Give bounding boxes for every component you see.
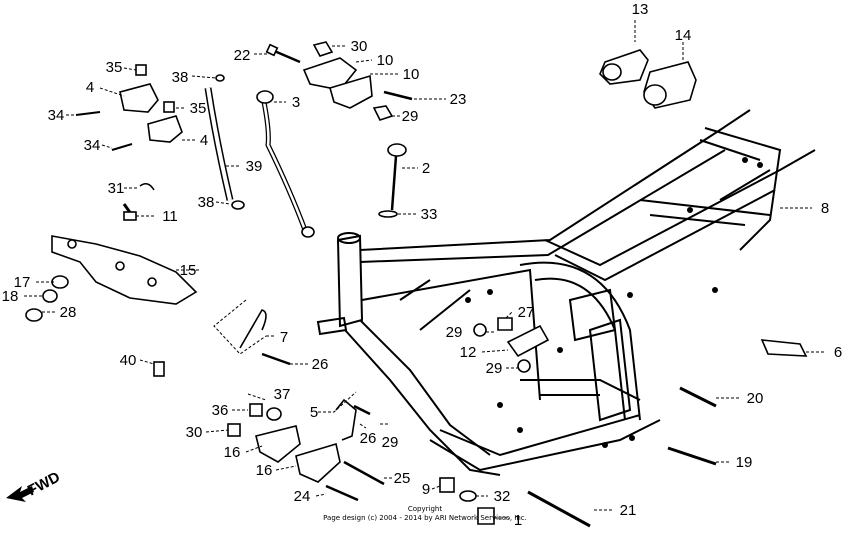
label-34: 34 xyxy=(48,107,65,124)
label-3: 3 xyxy=(292,94,300,111)
label-20: 20 xyxy=(747,390,764,407)
label-27: 27 xyxy=(518,304,535,321)
label-26: 26 xyxy=(360,430,377,447)
label-28: 28 xyxy=(60,304,77,321)
label-29: 29 xyxy=(446,324,463,341)
motorcycle-frame xyxy=(316,109,816,476)
label-4: 4 xyxy=(200,132,208,149)
label-9: 9 xyxy=(422,481,430,498)
label-30: 30 xyxy=(351,38,368,55)
label-19: 19 xyxy=(736,454,753,471)
label-29: 29 xyxy=(382,434,399,451)
forward-direction-indicator: FWD xyxy=(6,468,63,502)
label-4: 4 xyxy=(86,79,94,96)
label-17: 17 xyxy=(14,274,31,291)
part-labels: 13 14 22 30 10 10 35 4 38 3 23 34 35 29 … xyxy=(2,1,843,529)
label-24: 24 xyxy=(294,488,311,505)
label-13: 13 xyxy=(632,1,649,18)
label-12: 12 xyxy=(460,344,477,361)
label-14: 14 xyxy=(675,27,692,44)
label-29: 29 xyxy=(402,108,419,125)
label-10: 10 xyxy=(377,52,394,69)
label-2: 2 xyxy=(422,160,430,177)
label-16: 16 xyxy=(256,462,273,479)
label-34: 34 xyxy=(84,137,101,154)
label-23: 23 xyxy=(450,91,467,108)
label-29: 29 xyxy=(486,360,503,377)
label-7: 7 xyxy=(280,329,288,346)
label-1: 1 xyxy=(514,512,522,529)
label-37: 37 xyxy=(274,386,291,403)
label-35: 35 xyxy=(106,59,123,76)
label-21: 21 xyxy=(620,502,637,519)
label-35: 35 xyxy=(190,100,207,117)
label-32: 32 xyxy=(494,488,511,505)
label-15: 15 xyxy=(180,262,197,279)
small-parts xyxy=(25,41,808,528)
leader-lines xyxy=(24,20,826,519)
label-40: 40 xyxy=(120,352,137,369)
page-design-credit: Page design (c) 2004 - 2014 by ARI Netwo… xyxy=(323,514,527,522)
label-26: 26 xyxy=(312,356,329,373)
label-25: 25 xyxy=(394,470,411,487)
label-5: 5 xyxy=(310,404,318,421)
label-33: 33 xyxy=(421,206,438,223)
label-39: 39 xyxy=(246,158,263,175)
label-36: 36 xyxy=(212,402,229,419)
label-38: 38 xyxy=(172,69,189,86)
label-22: 22 xyxy=(234,47,251,64)
fwd-label: FWD xyxy=(25,468,63,499)
label-11: 11 xyxy=(162,208,178,225)
label-18: 18 xyxy=(2,288,19,305)
label-16: 16 xyxy=(224,444,241,461)
copyright-line: Copyright xyxy=(407,505,443,513)
fwd-arrow-icon xyxy=(6,486,34,502)
label-38: 38 xyxy=(198,194,215,211)
label-31: 31 xyxy=(108,180,125,197)
label-8: 8 xyxy=(821,200,829,217)
label-30: 30 xyxy=(186,424,203,441)
label-6: 6 xyxy=(834,344,842,361)
label-10: 10 xyxy=(403,66,420,83)
